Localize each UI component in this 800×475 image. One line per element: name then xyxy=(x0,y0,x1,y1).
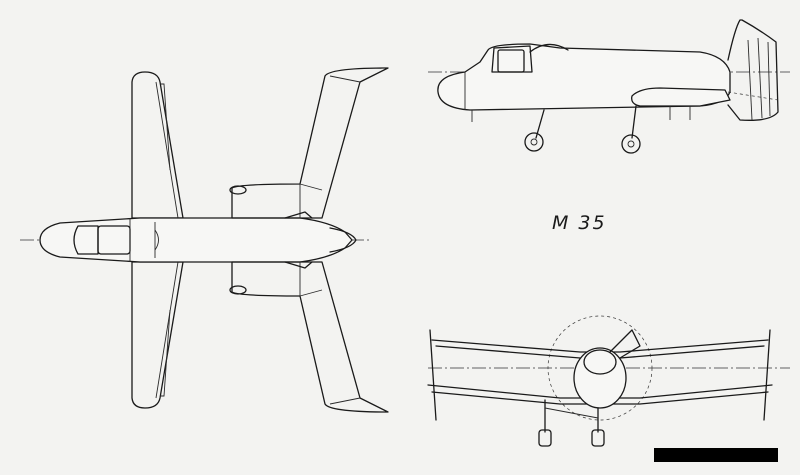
tailplane-side xyxy=(631,87,731,107)
aft-wing-upper xyxy=(231,67,389,219)
tip-fin-right xyxy=(763,329,771,421)
exhaust-upper xyxy=(284,211,313,219)
tail-fin xyxy=(727,19,779,121)
front-gear-brace xyxy=(544,407,599,419)
aft-wing-lower-tip xyxy=(329,397,361,405)
exhaust-lower xyxy=(284,261,313,269)
rudder-line-1 xyxy=(747,39,753,121)
propeller-disc xyxy=(547,315,653,421)
fuselage-plan xyxy=(39,217,353,263)
fuselage-plan-bulge xyxy=(154,229,159,251)
redaction-bar xyxy=(654,448,778,462)
forward-wing-lower xyxy=(131,261,184,409)
aft-wing-upper-tip xyxy=(329,75,361,83)
nose-wheel-hub xyxy=(530,138,538,146)
aft-wing-lower xyxy=(231,261,389,413)
front-view-fin xyxy=(609,329,641,359)
aircraft-designation: M 35 xyxy=(552,212,607,234)
side-view xyxy=(428,19,790,154)
wing-pod-upper xyxy=(229,185,247,195)
front-left-wheel xyxy=(538,429,552,447)
forward-wing-upper xyxy=(131,71,184,219)
main-gear-strut xyxy=(631,105,637,139)
nose-cone-plan xyxy=(329,227,357,253)
front-view-canopy xyxy=(583,349,617,375)
aft-wing-upper-flap xyxy=(299,183,323,191)
forward-wing-lower-flap xyxy=(155,261,179,399)
forward-wing-upper-flap xyxy=(155,81,179,219)
front-view xyxy=(427,315,790,447)
canopy-plan xyxy=(73,225,99,255)
tail-sweep-dashed xyxy=(727,91,779,101)
cockpit-window-side xyxy=(497,49,525,73)
dorsal-bulge xyxy=(529,43,569,53)
rudder-line-3 xyxy=(767,41,771,117)
forward-wing-upper-aileron xyxy=(160,83,171,171)
tip-fin-left xyxy=(429,329,437,421)
aft-underside-detail xyxy=(669,106,691,120)
main-wheel-hub xyxy=(627,140,635,148)
wing-pod-lower xyxy=(229,285,247,295)
front-right-wheel xyxy=(591,429,605,447)
forward-wing-lower-aileron xyxy=(160,309,171,397)
aft-wing-lower-flap xyxy=(299,289,323,297)
top-view xyxy=(20,67,389,413)
main-wheel xyxy=(621,134,641,154)
nose-wheel xyxy=(524,132,544,152)
front-view-fuselage xyxy=(573,347,627,409)
rudder-line-2 xyxy=(757,37,763,119)
